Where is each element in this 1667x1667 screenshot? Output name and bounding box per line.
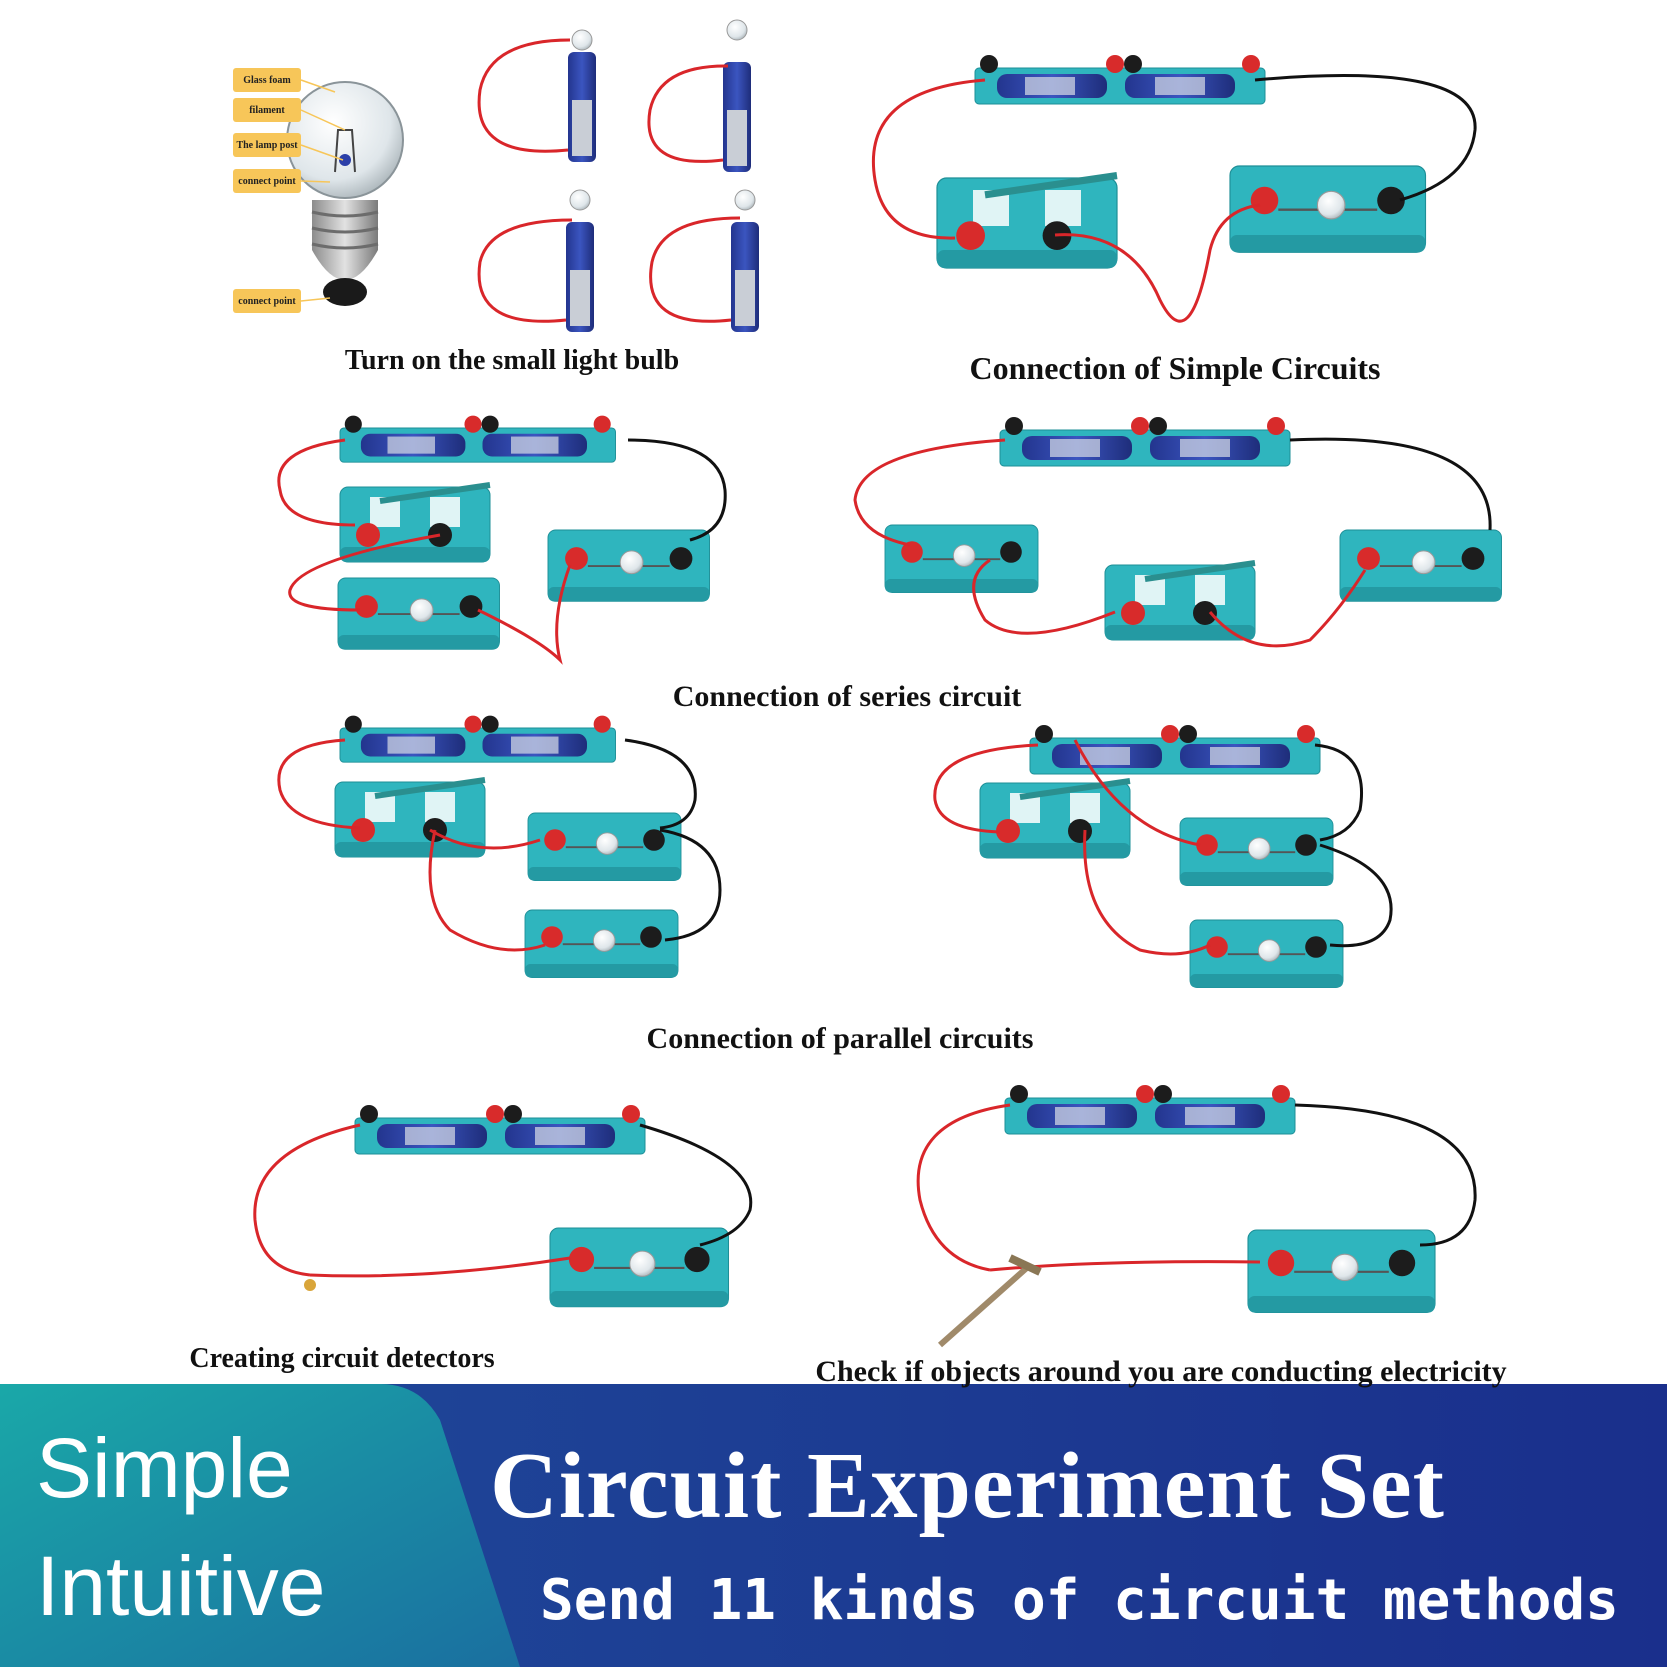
caption-parallel: Connection of parallel circuits <box>646 1022 1034 1055</box>
bulb-label-filament: filament <box>233 98 301 122</box>
caption-detector: Creating circuit detectors <box>189 1343 495 1374</box>
caption-conduct: Check if objects around you are conducti… <box>815 1355 1507 1388</box>
caption-simple: Connection of Simple Circuits <box>969 350 1381 386</box>
banner-left-line2: Intuitive <box>36 1539 326 1633</box>
parallel-circuit-left <box>277 715 722 979</box>
parallel-circuit-right <box>933 724 1393 989</box>
bulb-label-glass-foam: Glass foam <box>233 68 301 92</box>
simple-circuit <box>872 54 1477 323</box>
series-circuit-left <box>277 415 727 665</box>
circuit-detector <box>253 1104 753 1308</box>
banner-left-panel <box>0 1384 520 1667</box>
series-circuit-right <box>853 416 1503 648</box>
bulb-label-lamp-post: The lamp post <box>233 133 301 157</box>
bulb-diagram <box>286 79 404 306</box>
banner-subtitle: Send 11 kinds of circuit methods <box>540 1568 1619 1633</box>
bulb-label-connect-point-bottom: connect point <box>233 289 301 313</box>
caption-bulb: Turn on the small light bulb <box>344 345 680 376</box>
conductivity-check <box>916 1084 1477 1348</box>
banner-title: Circuit Experiment Set <box>490 1434 1445 1538</box>
banner-left-line1: Simple <box>36 1421 293 1515</box>
bulb-label-connect-point-top: connect point <box>233 169 301 193</box>
caption-series: Connection of series circuit <box>672 680 1022 713</box>
battery-bulb-examples <box>477 19 759 332</box>
